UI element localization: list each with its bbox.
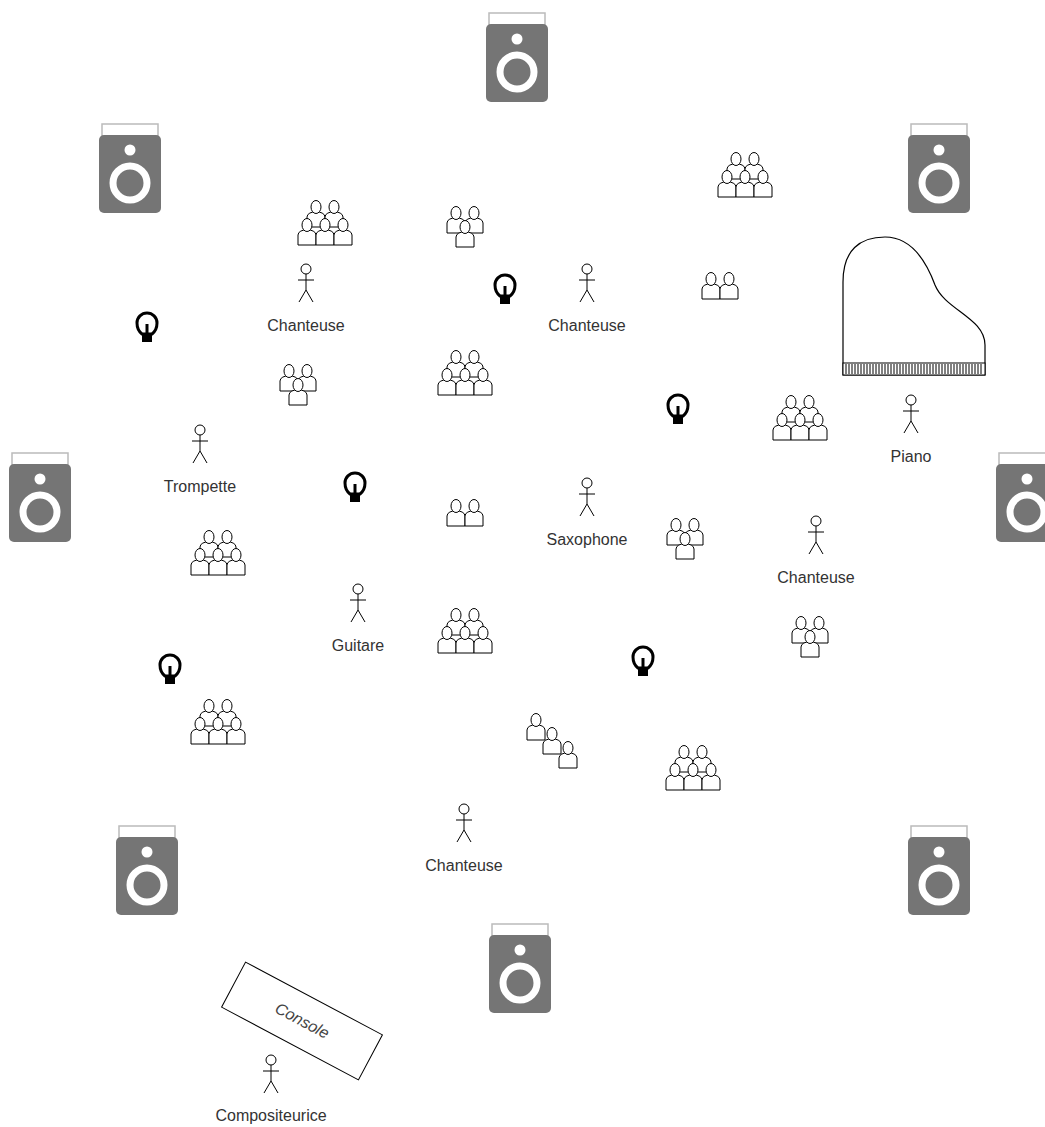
- audience-icon: [334, 219, 352, 246]
- person-figure: [808, 516, 824, 554]
- audience-icon: [702, 273, 720, 300]
- person-figure: [579, 478, 595, 516]
- audience-icon: [209, 718, 227, 745]
- console-box: Console: [221, 961, 383, 1080]
- grand-piano: [843, 237, 985, 375]
- performer-label: Compositeurice: [215, 1107, 326, 1125]
- light-bulb: [160, 655, 180, 684]
- audience-icon: [289, 379, 307, 406]
- performer-label: Chanteuse: [425, 857, 502, 875]
- audience-icon: [298, 219, 316, 246]
- audience-icon: [465, 500, 483, 527]
- audience-icon: [718, 171, 736, 198]
- audience-icon: [316, 219, 334, 246]
- speaker-icon: [908, 826, 970, 915]
- audience-icon: [801, 631, 819, 658]
- performer-label: Chanteuse: [548, 317, 625, 335]
- speaker-icon: [489, 924, 551, 1013]
- person-figure: [456, 804, 472, 842]
- person-figure: [903, 395, 919, 433]
- audience-icon: [543, 728, 561, 755]
- audience-icon: [754, 171, 772, 198]
- audience-icon: [438, 627, 456, 654]
- light-bulb: [137, 313, 157, 342]
- person-figure: [298, 264, 314, 302]
- audience-icon: [456, 369, 474, 396]
- audience-icon: [191, 549, 209, 576]
- audience-icon: [559, 742, 577, 769]
- light-bulb: [495, 275, 515, 304]
- person-figure: [263, 1055, 279, 1093]
- speaker-icon: [116, 826, 178, 915]
- audience-icon: [474, 369, 492, 396]
- performer-label: Saxophone: [547, 531, 628, 549]
- audience-icon: [474, 627, 492, 654]
- audience-icon: [702, 764, 720, 791]
- audience-icon: [209, 549, 227, 576]
- audience-icon: [736, 171, 754, 198]
- audience-icon: [456, 627, 474, 654]
- audience-icon: [447, 500, 465, 527]
- audience-icon: [684, 764, 702, 791]
- light-bulb: [345, 473, 365, 502]
- audience-icon: [191, 718, 209, 745]
- performer-label: Chanteuse: [267, 317, 344, 335]
- audience-icon: [773, 414, 791, 441]
- console-label: Console: [272, 999, 332, 1042]
- audience-icon: [666, 764, 684, 791]
- audience-icon: [527, 714, 545, 741]
- speaker-icon: [9, 453, 71, 542]
- audience-icon: [227, 549, 245, 576]
- speaker-icon: [486, 13, 548, 102]
- audience-icon: [227, 718, 245, 745]
- light-bulb: [668, 395, 688, 424]
- audience-icon: [438, 369, 456, 396]
- person-figure: [579, 264, 595, 302]
- audience-icon: [720, 273, 738, 300]
- speaker-icon: [908, 124, 970, 213]
- person-figure: [192, 425, 208, 463]
- speaker-icon: [99, 124, 161, 213]
- light-bulb: [633, 647, 653, 676]
- audience-icon: [809, 414, 827, 441]
- person-figure: [350, 584, 366, 622]
- performer-label: Guitare: [332, 637, 384, 655]
- performer-label: Trompette: [164, 478, 236, 496]
- audience-icon: [791, 414, 809, 441]
- performer-label: Piano: [891, 448, 932, 466]
- audience-icon: [456, 221, 474, 248]
- performer-label: Chanteuse: [777, 569, 854, 587]
- audience-icon: [676, 533, 694, 560]
- speaker-icon: [996, 453, 1045, 542]
